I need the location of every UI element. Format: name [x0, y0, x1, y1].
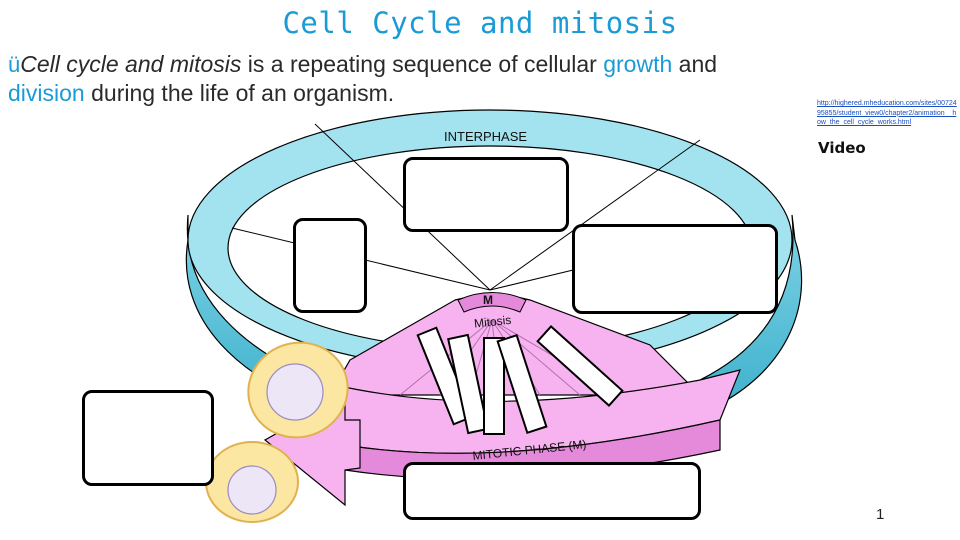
definition-text-1: is a repeating sequence of cellular: [241, 51, 604, 77]
sector-divider: [314, 123, 491, 291]
page-number: 1: [876, 506, 885, 523]
answer-box-mitotic[interactable]: [403, 462, 701, 520]
daughter-cell-lower: [205, 441, 299, 523]
definition-term: Cell cycle and mitosis: [20, 51, 242, 77]
definition-bullet: üCell cycle and mitosis is a repeating s…: [8, 50, 808, 108]
phase-box-metaphase: [447, 333, 489, 435]
interphase-label: INTERPHASE: [444, 129, 527, 144]
video-label: Video: [818, 139, 866, 157]
phase-box-cytokinesis: [536, 325, 624, 407]
m-label: M: [483, 293, 493, 307]
answer-box-g1[interactable]: [403, 157, 569, 232]
answer-box-cells[interactable]: [82, 390, 214, 486]
mitosis-label: Mitosis: [473, 313, 512, 331]
definition-text-2: and: [672, 51, 718, 77]
video-link[interactable]: http://highered.mheducation.com/sites/00…: [817, 100, 957, 126]
keyword-division: division: [8, 80, 85, 106]
sector-divider: [489, 139, 701, 291]
checkmark-icon: ü: [8, 52, 21, 77]
phase-box-telophase: [496, 333, 548, 435]
daughter-cell-upper: [247, 341, 349, 439]
slide-title: Cell Cycle and mitosis: [282, 6, 678, 40]
keyword-growth: growth: [603, 51, 673, 77]
m-cap: [457, 292, 527, 313]
answer-box-s[interactable]: [572, 224, 778, 314]
definition-text-3: during the life of an organism.: [84, 80, 395, 106]
phase-box-anaphase: [483, 337, 505, 435]
answer-box-g2[interactable]: [293, 218, 367, 313]
